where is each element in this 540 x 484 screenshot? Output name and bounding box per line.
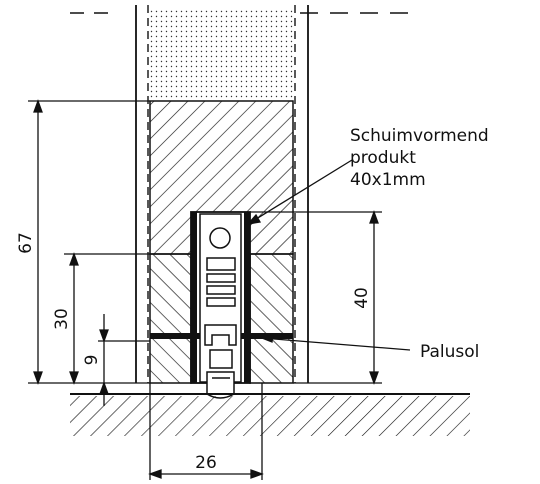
foam-strips xyxy=(191,212,250,383)
dimension-9 xyxy=(98,314,150,406)
dimension-30 xyxy=(64,252,150,385)
dimension-30-label: 30 xyxy=(52,308,72,330)
door-core-dotted xyxy=(150,8,293,101)
lower-hatched-block-right xyxy=(249,253,294,384)
dimension-67-label: 67 xyxy=(16,232,36,254)
seal-mechanism xyxy=(199,213,242,399)
palusol-leader xyxy=(260,333,411,351)
door-leaf-outline xyxy=(135,5,309,383)
floor xyxy=(70,393,470,436)
dimension-67 xyxy=(28,99,150,385)
dimension-9-label: 9 xyxy=(82,355,102,366)
foam-label-line2: produkt xyxy=(350,148,416,168)
palusol-label: Palusol xyxy=(420,342,479,362)
dimension-40-label: 40 xyxy=(352,287,372,309)
dimension-26-label: 26 xyxy=(195,453,217,473)
dimension-26 xyxy=(148,383,264,480)
foam-label-line3: 40x1mm xyxy=(350,170,426,190)
foam-leader xyxy=(246,159,353,225)
lower-hatched-block-left xyxy=(149,253,192,384)
foam-label-line1: Schuimvormend xyxy=(350,126,489,146)
dimension-40 xyxy=(250,210,382,385)
